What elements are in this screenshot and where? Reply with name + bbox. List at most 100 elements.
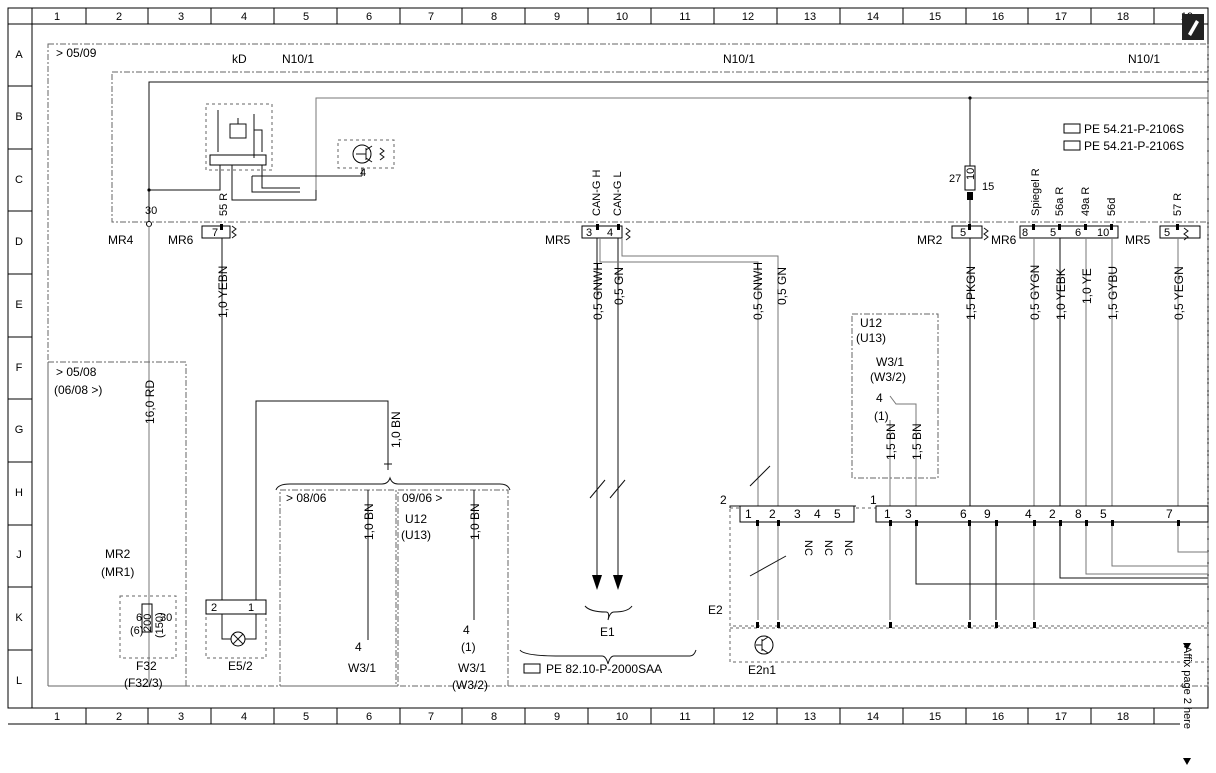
fuse-label: 27 bbox=[949, 173, 961, 185]
col-label: 14 bbox=[867, 11, 879, 23]
col-label: 16 bbox=[992, 11, 1004, 23]
pin-label: 56a R bbox=[1054, 187, 1066, 216]
pin-number: 10 bbox=[1097, 227, 1109, 239]
col-label: 18 bbox=[1117, 11, 1129, 23]
wire-label: 1,5 PKGN bbox=[964, 266, 978, 320]
fuse-f32 bbox=[119, 595, 177, 659]
pin-number: 2 bbox=[211, 602, 217, 614]
connector-label: MR2 bbox=[105, 547, 131, 561]
pin-number: 2 bbox=[720, 493, 727, 507]
row-label: F bbox=[16, 362, 23, 374]
component-label: U12 bbox=[405, 512, 427, 526]
component-label: (U13) bbox=[401, 528, 431, 542]
col-label: 3 bbox=[178, 711, 184, 723]
component-label: E5/2 bbox=[228, 659, 253, 673]
wire-label: 1,0 BN bbox=[362, 503, 376, 540]
nc-label: NC bbox=[822, 540, 834, 556]
pin-label: Spiegel R bbox=[1030, 168, 1042, 216]
component-label: W3/1 bbox=[348, 661, 376, 675]
pin-number: (1) bbox=[874, 409, 889, 423]
n10-label: N10/1 bbox=[723, 52, 755, 66]
e2-pin: 5 bbox=[834, 507, 841, 521]
u12-box bbox=[851, 313, 939, 479]
col-label: 10 bbox=[616, 711, 628, 723]
nc-label: NC bbox=[842, 540, 854, 556]
wire-label: 0,5 GNWH bbox=[591, 262, 605, 320]
pin-number: 6 bbox=[1075, 227, 1081, 239]
date-marker: > 05/09 bbox=[56, 46, 97, 60]
component-label: E2n1 bbox=[748, 663, 776, 677]
reference-link[interactable]: PE 82.10-P-2000SAA bbox=[546, 662, 662, 676]
col-label: 9 bbox=[554, 11, 560, 23]
component-label: U12 bbox=[860, 316, 882, 330]
pin-label: 55 R bbox=[218, 193, 230, 216]
reference-link[interactable]: PE 54.21-P-2106S bbox=[1084, 122, 1184, 136]
pin-number: 8 bbox=[1022, 227, 1028, 239]
e2-pin: 1 bbox=[745, 507, 752, 521]
n10-module-outline bbox=[47, 43, 1209, 687]
nc-label: NC bbox=[802, 540, 814, 556]
component-label: E1 bbox=[600, 625, 615, 639]
wire-label: 0,5 GN bbox=[775, 267, 789, 305]
pin-number: 4 bbox=[360, 167, 366, 179]
col-label: 17 bbox=[1055, 711, 1067, 723]
can-label: CAN-G H bbox=[591, 170, 603, 217]
date-marker: > 05/08 bbox=[56, 365, 97, 379]
fuse-label: 10 bbox=[965, 168, 977, 180]
reference-icon bbox=[1063, 123, 1081, 151]
affix-note: Affix page 2 here bbox=[1181, 646, 1193, 729]
wire-label: 16,0 RD bbox=[143, 380, 157, 424]
kd-label: kD bbox=[232, 52, 247, 66]
date-box-0806 bbox=[279, 489, 397, 687]
component-label: W3/1 bbox=[876, 355, 904, 369]
date-box-0906 bbox=[397, 489, 509, 687]
col-label: 4 bbox=[241, 711, 247, 723]
component-label: W3/1 bbox=[458, 661, 486, 675]
row-label: J bbox=[16, 549, 22, 561]
can-label: CAN-G L bbox=[612, 171, 624, 216]
wire-label: 0,5 YEGN bbox=[1172, 266, 1186, 320]
col-label: 12 bbox=[742, 11, 754, 23]
col-label: 4 bbox=[241, 11, 247, 23]
col-label: 15 bbox=[929, 11, 941, 23]
fuse-label: (150) bbox=[154, 612, 166, 638]
row-label: D bbox=[15, 236, 23, 248]
e2-pin: 4 bbox=[814, 507, 821, 521]
pin-label: 49a R bbox=[1080, 187, 1092, 216]
connector-label: MR6 bbox=[991, 233, 1017, 247]
pin-number: 5 bbox=[1050, 227, 1056, 239]
fuse-label: 6 bbox=[136, 612, 142, 624]
date-box-left bbox=[47, 361, 187, 687]
row-label: C bbox=[15, 174, 23, 186]
e2-pin: 5 bbox=[1100, 507, 1107, 521]
date-marker: > 08/06 bbox=[286, 491, 327, 505]
reference-link[interactable]: PE 54.21-P-2106S bbox=[1084, 139, 1184, 153]
row-label: L bbox=[16, 675, 22, 687]
pin-label: 57 R bbox=[1172, 193, 1184, 216]
component-label: (U13) bbox=[856, 331, 886, 345]
diagram-frame bbox=[7, 7, 1209, 709]
wire-label: 0,5 GNWH bbox=[751, 262, 765, 320]
n10-label: N10/1 bbox=[1128, 52, 1160, 66]
col-label: 12 bbox=[742, 711, 754, 723]
col-label: 17 bbox=[1055, 11, 1067, 23]
pin-number: 4 bbox=[876, 391, 883, 405]
col-label: 7 bbox=[428, 711, 434, 723]
col-label: 3 bbox=[178, 11, 184, 23]
pin-number: 4 bbox=[355, 640, 362, 654]
col-label: 11 bbox=[679, 711, 690, 723]
row-label: A bbox=[15, 49, 23, 61]
col-label: 14 bbox=[867, 711, 879, 723]
connector-label: MR4 bbox=[108, 233, 134, 247]
wire-label: 1,5 BN bbox=[884, 423, 898, 460]
pencil-icon bbox=[1182, 14, 1204, 40]
col-label: 15 bbox=[929, 711, 941, 723]
row-labels: A B C D E F G H J K L bbox=[15, 49, 24, 687]
col-label: 13 bbox=[804, 11, 816, 23]
col-label: 10 bbox=[616, 11, 628, 23]
fuse-symbol bbox=[964, 98, 976, 224]
col-label: 16 bbox=[992, 711, 1004, 723]
pin-number: 7 bbox=[212, 227, 218, 239]
component-label: (W3/2) bbox=[870, 370, 906, 384]
